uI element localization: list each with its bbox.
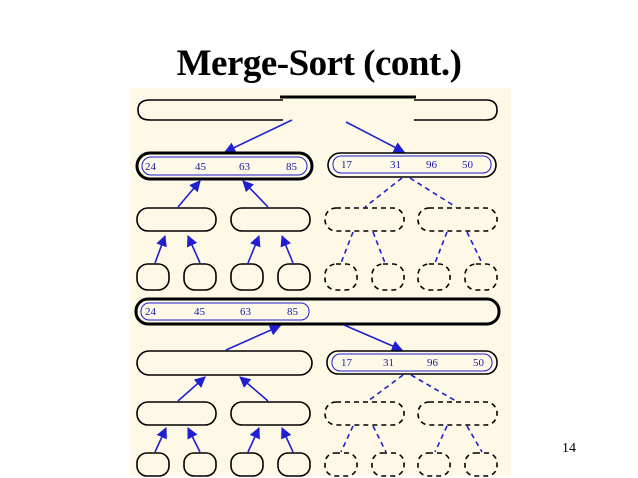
leaf-node: [277, 452, 311, 477]
arrow-up: [187, 426, 201, 453]
pending-node: [324, 401, 405, 426]
dashed-connector: [410, 374, 457, 402]
dashed-connector: [409, 177, 457, 208]
upper-root-node: [137, 95, 498, 121]
arrow-root-to-left: [223, 119, 293, 153]
dashed-connector: [466, 231, 483, 264]
value-text: 63: [239, 161, 251, 173]
value-text: 17: [341, 357, 353, 369]
arrow-up: [154, 426, 167, 453]
dashed-connector: [340, 425, 354, 453]
pending-leaf-node: [324, 263, 358, 291]
dashed-connector: [367, 374, 404, 402]
value-text: 96: [427, 357, 439, 369]
pending-leaf-node: [417, 263, 451, 291]
arrow-up: [225, 324, 282, 351]
leaf-node: [230, 263, 264, 291]
empty-node: [136, 401, 217, 426]
empty-node: [136, 207, 217, 232]
leaf-node: [183, 452, 217, 477]
pending-leaf-node: [464, 452, 498, 477]
lower-right-sequence-node: 17 31 96 50: [326, 350, 498, 375]
value-text: 45: [194, 306, 206, 318]
value-text: 17: [341, 159, 353, 171]
value-text: 96: [426, 159, 438, 171]
value-text: 50: [473, 357, 485, 369]
arrow-up: [177, 376, 206, 402]
leaf-node: [277, 263, 311, 291]
value-text: 85: [286, 161, 298, 173]
dashed-connector: [466, 425, 483, 453]
arrow-up: [239, 376, 269, 402]
value-text: 45: [195, 161, 207, 173]
dashed-connector: [364, 177, 403, 208]
pending-node: [417, 207, 498, 232]
value-text: 31: [383, 357, 394, 369]
value-text: 31: [390, 159, 401, 171]
arrow-up: [247, 234, 261, 264]
page-number: 14: [562, 441, 576, 456]
arrow-root-to-right: [345, 121, 405, 153]
value-text: 24: [145, 306, 157, 318]
arrow-up: [281, 426, 294, 453]
dashed-connector: [434, 231, 448, 264]
arrow-up: [280, 234, 294, 264]
pending-leaf-node: [324, 452, 358, 477]
leaf-node: [136, 452, 170, 477]
arrow-up: [177, 180, 201, 208]
lower-root-node: 24 45 63 85: [134, 297, 501, 326]
arrow-up: [242, 180, 269, 208]
pending-leaf-node: [371, 263, 405, 291]
value-text: 85: [287, 306, 299, 318]
upper-right-sequence-node: 17 31 96 50: [327, 152, 497, 178]
value-text: 63: [240, 306, 252, 318]
upper-left-sequence-node: 24 45 63 85: [135, 151, 314, 181]
dashed-connector: [372, 425, 387, 453]
value-text: 50: [462, 159, 474, 171]
leaf-node: [136, 263, 170, 291]
pending-leaf-node: [417, 452, 451, 477]
leaf-node: [183, 263, 217, 291]
pending-leaf-node: [464, 263, 498, 291]
arrow-up: [247, 426, 260, 453]
leaf-node: [230, 452, 264, 477]
empty-node: [230, 401, 311, 426]
empty-node: [136, 350, 313, 376]
dashed-connector: [434, 425, 448, 453]
empty-node: [230, 207, 311, 232]
arrow-up: [154, 234, 167, 264]
value-text: 24: [145, 161, 157, 173]
pending-node: [324, 207, 405, 232]
dashed-connector: [372, 231, 386, 264]
pending-leaf-node: [371, 452, 405, 477]
arrow-up: [186, 234, 201, 264]
pending-node: [417, 401, 498, 426]
slide-title: Merge-Sort (cont.): [176, 43, 462, 84]
arrow-down: [343, 324, 404, 352]
dashed-connector: [340, 231, 354, 264]
